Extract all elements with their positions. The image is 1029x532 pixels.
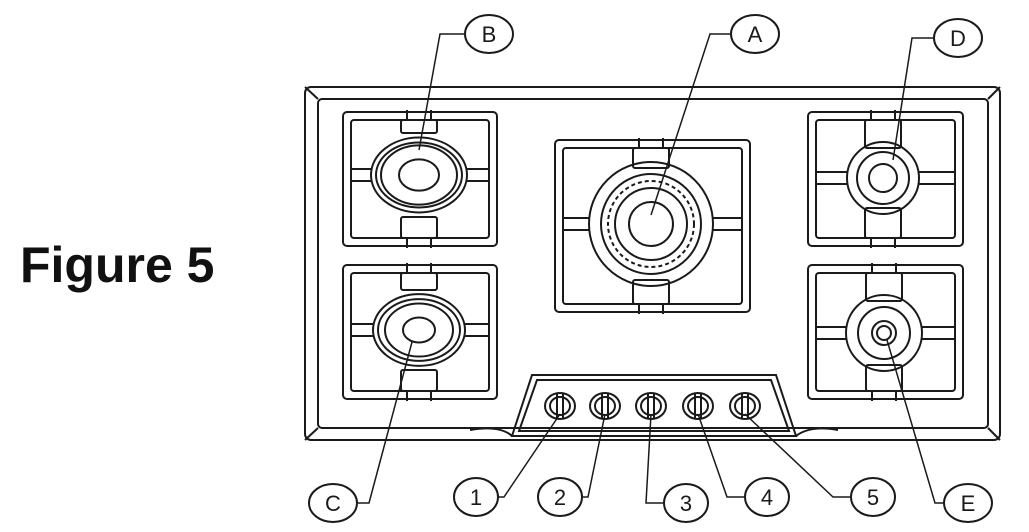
callout-b: B [418,14,514,151]
callout-a: A [650,14,780,216]
burner-c-head [372,293,466,367]
burner-b [342,110,498,248]
knob-label-5: 5 [867,485,879,510]
callout-label-c: C [325,491,341,516]
knob-1[interactable] [544,392,576,420]
burner-e-grate [807,263,964,401]
figure-title: Figure 5 [20,237,215,293]
cooktop-plate [304,86,1001,441]
burner-d-head [846,141,920,215]
knob-label-4: 4 [761,485,773,510]
callout-1: 1 [453,413,561,517]
burner-e-head [845,294,923,372]
burner-e [807,263,964,401]
burner-a-grate [554,138,751,314]
callout-2: 2 [537,413,606,517]
burner-d-grate [807,110,964,248]
callout-label-b: B [482,22,497,47]
burner-a-head [588,161,714,287]
callout-d: D [892,18,983,161]
knob-5[interactable] [729,392,761,420]
callout-label-d: D [950,26,966,51]
callout-5: 5 [744,413,896,517]
burner-c-grate [342,263,498,401]
callout-3: 3 [645,413,709,523]
burner-b-grate [342,110,498,248]
burner-c [342,263,498,401]
knob-label-3: 3 [680,491,692,516]
callout-4: 4 [697,413,790,517]
callout-label-e: E [961,491,976,516]
burner-a [554,138,751,314]
callout-label-a: A [748,22,763,47]
knob-label-2: 2 [554,485,566,510]
callout-e: E [886,339,993,523]
burner-b-head [370,136,468,214]
callout-c: C [308,341,413,523]
control-panel [469,374,839,437]
knob-label-1: 1 [470,485,482,510]
burner-d [807,110,964,248]
